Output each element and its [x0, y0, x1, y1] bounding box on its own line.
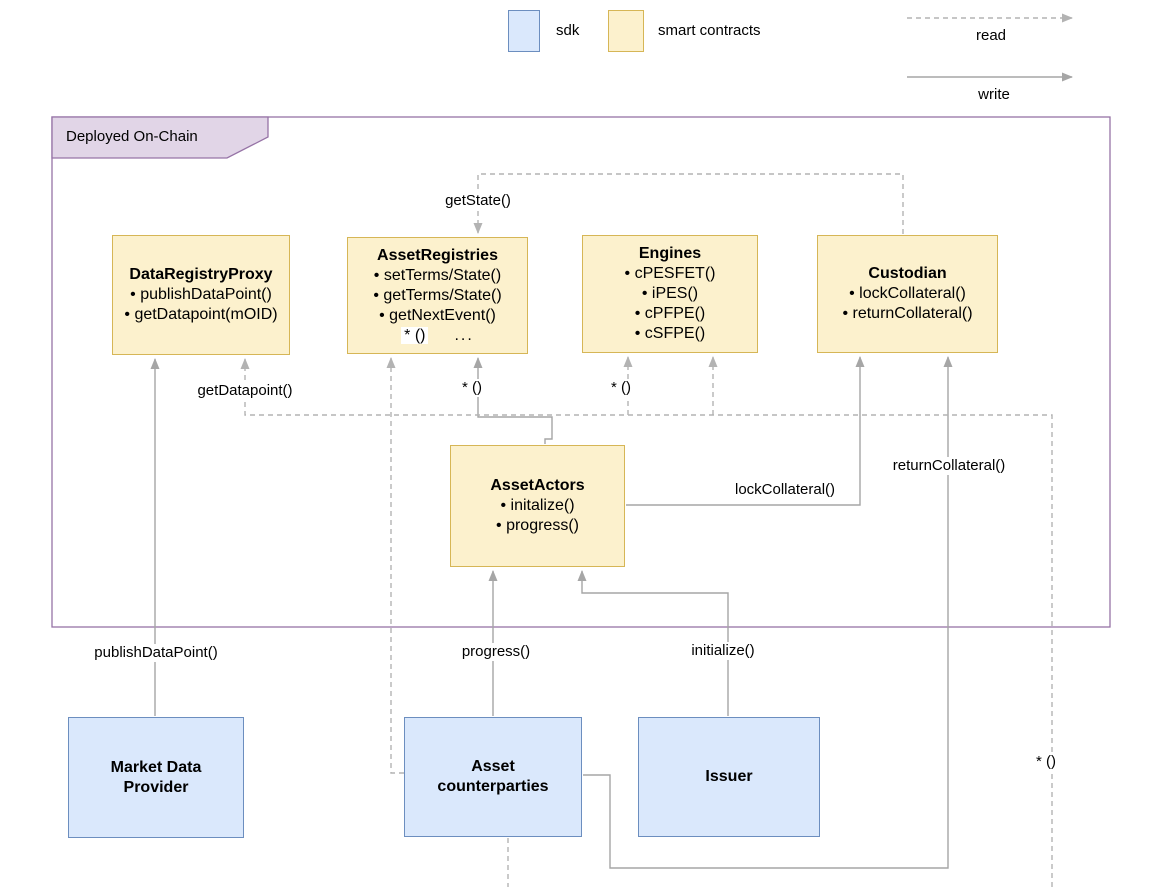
legend-write-label: write: [978, 86, 1010, 103]
method-item: • cPFPE(): [634, 305, 706, 322]
method-item: • getNextEvent(): [379, 306, 496, 324]
node-asset-counterparties[interactable]: Asset counterparties: [404, 717, 582, 837]
star-call-label: * (): [401, 326, 429, 344]
node-title: DataRegistryProxy: [129, 266, 273, 283]
node-title: Asset counterparties: [437, 758, 549, 795]
node-data-registry-proxy[interactable]: DataRegistryProxy • publishDataPoint() •…: [112, 235, 290, 355]
method-item: • setTerms/State(): [373, 266, 502, 284]
node-title: AssetRegistries: [377, 246, 498, 264]
method-item: • cPESFET(): [624, 265, 716, 282]
edge-label-engines-star: * (): [608, 379, 634, 397]
ellipsis: ...: [454, 326, 474, 344]
method-item: • getTerms/State(): [373, 286, 502, 304]
legend-sdk-label: sdk: [556, 22, 580, 39]
node-title: AssetActors: [490, 477, 585, 494]
method-item: • progress(): [496, 517, 579, 534]
node-title: Issuer: [705, 768, 753, 785]
edge-lock-collateral: [626, 356, 865, 506]
node-title: Custodian: [868, 265, 947, 282]
edge-label-lock-collateral: lockCollateral(): [731, 481, 839, 499]
edge-counterparties-read-registries: [386, 357, 404, 774]
edge-label-publish-datapoint: publishDataPoint(): [91, 644, 221, 662]
node-market-data-provider[interactable]: Market Data Provider: [68, 717, 244, 838]
node-asset-actors[interactable]: AssetActors • initalize() • progress(): [450, 445, 625, 567]
edge-assetactors-to-assetregistries: [473, 357, 553, 444]
edge-label-write-star: * (): [459, 379, 485, 397]
node-custodian[interactable]: Custodian • lockCollateral() • returnCol…: [817, 235, 998, 353]
node-title: Engines: [638, 245, 702, 262]
node-asset-registries[interactable]: AssetRegistries • setTerms/State() • get…: [347, 237, 528, 354]
method-item: • iPES(): [641, 285, 699, 302]
onchain-container-tab: [51, 116, 269, 159]
legend-sdk-swatch: [508, 10, 540, 52]
edge-label-initialize: initialize(): [688, 642, 758, 660]
method-item: • lockCollateral(): [849, 285, 966, 302]
method-item: • initalize(): [500, 497, 575, 514]
edge-label-get-state: getState(): [442, 192, 514, 210]
onchain-container-label: Deployed On-Chain: [66, 128, 198, 145]
node-engines[interactable]: Engines • cPESFET() • iPES() • cPFPE() •…: [582, 235, 758, 353]
edge-label-bottom-star: * (): [1033, 753, 1059, 771]
node-title: Market Data Provider: [110, 758, 202, 796]
method-item: • returnCollateral(): [842, 305, 973, 322]
legend-read-label: read: [975, 27, 1007, 44]
onchain-container-border: [51, 116, 1111, 628]
edge-label-progress: progress(): [458, 643, 534, 661]
edge-label-get-datapoint: getDatapoint(): [194, 382, 296, 400]
method-item: • getDatapoint(mOID): [124, 306, 278, 323]
method-item: • cSFPE(): [634, 325, 706, 342]
legend-contracts-swatch: [608, 10, 644, 52]
legend-contracts-label: smart contracts: [658, 22, 761, 39]
edge-return-collateral: [583, 356, 953, 869]
edge-get-state: [473, 173, 904, 234]
node-issuer[interactable]: Issuer: [638, 717, 820, 837]
edge-label-return-collateral: returnCollateral(): [889, 457, 1009, 475]
method-item-footer: * ()...: [401, 326, 474, 346]
method-item: • publishDataPoint(): [130, 286, 272, 303]
